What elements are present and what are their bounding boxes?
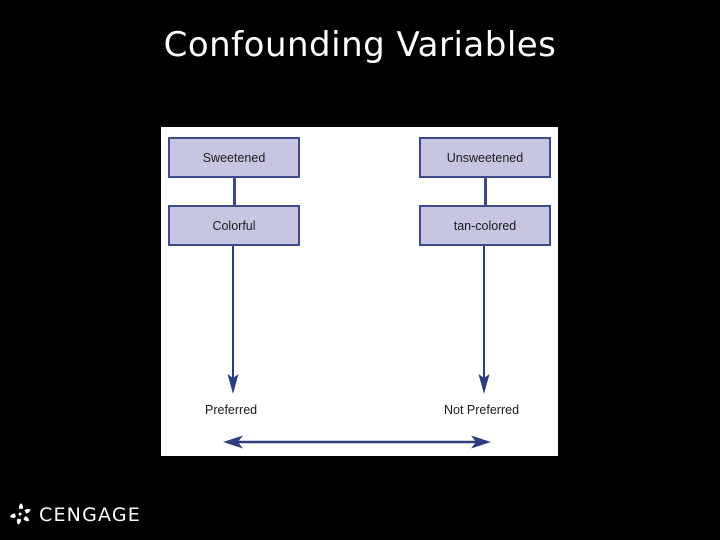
outcome-label-not-preferred: Not Preferred: [444, 403, 520, 417]
outcome-label-preferred: Preferred: [205, 403, 258, 417]
diagram-node-tan-colored: tan-colored: [419, 205, 551, 246]
diagram-node-unsweetened: Unsweetened: [419, 137, 551, 178]
diagram-node-colorful: Colorful: [168, 205, 300, 246]
page-title: Confounding Variables: [163, 25, 557, 65]
down-arrow-icon-left: [227, 246, 239, 394]
node-label: Colorful: [212, 218, 256, 233]
diagram-node-sweetened: Sweetened: [168, 137, 300, 178]
node-label: Sweetened: [202, 150, 266, 165]
cengage-starburst-icon: [10, 503, 31, 525]
node-label: Unsweetened: [446, 150, 524, 165]
connector-line-right: [483, 178, 487, 205]
diagram-panel: Sweetened Colorful Unsweetened tan-color…: [161, 127, 558, 456]
down-arrow-icon-right: [478, 246, 490, 394]
double-headed-arrow-icon: [223, 435, 491, 449]
cengage-logo: CENGAGE: [6, 498, 146, 532]
connector-line-left: [232, 178, 236, 205]
cengage-wordmark: CENGAGE: [39, 504, 141, 526]
node-label: tan-colored: [453, 218, 517, 233]
